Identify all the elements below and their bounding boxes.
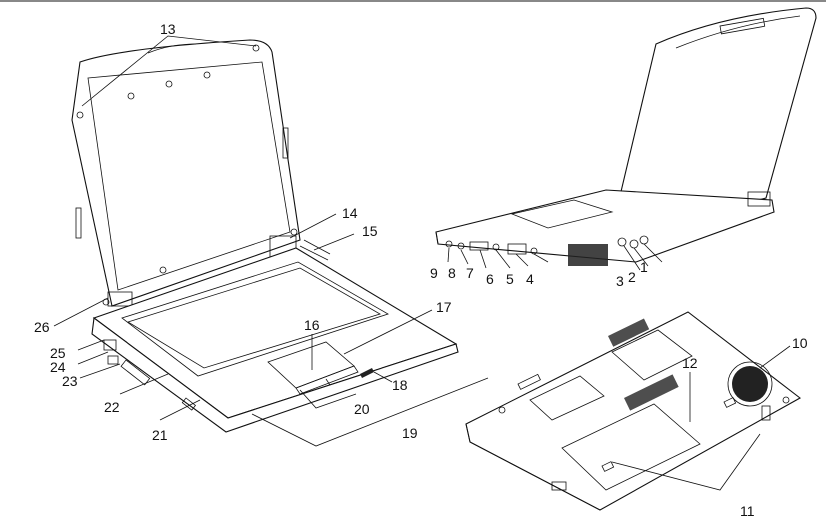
callout-16: 16 xyxy=(304,317,320,333)
front-view-laptop xyxy=(71,39,459,433)
bottom-view-laptop xyxy=(465,311,801,511)
callout-26: 26 xyxy=(34,319,50,335)
callout-11: 11 xyxy=(740,503,755,519)
callout-1: 1 xyxy=(640,259,648,275)
callout-2: 2 xyxy=(628,269,636,285)
callout-9: 9 xyxy=(430,265,438,281)
callout-8: 8 xyxy=(448,265,456,281)
callout-14: 14 xyxy=(342,205,358,221)
callout-22: 22 xyxy=(104,399,120,415)
callout-4: 4 xyxy=(526,271,534,287)
rear-view-laptop xyxy=(435,7,817,266)
callout-21: 21 xyxy=(152,427,168,443)
callout-18: 18 xyxy=(392,377,408,393)
callout-19: 19 xyxy=(402,425,418,441)
callout-labels: 1 2 3 4 5 6 7 8 9 10 11 12 13 14 15 16 1… xyxy=(34,21,808,519)
callout-24: 24 xyxy=(50,359,66,375)
callout-3: 3 xyxy=(616,273,624,289)
callout-23: 23 xyxy=(62,373,78,389)
callout-20: 20 xyxy=(354,401,370,417)
callout-25: 25 xyxy=(50,345,66,361)
callout-6: 6 xyxy=(486,271,494,287)
callout-5: 5 xyxy=(506,271,514,287)
callout-12: 12 xyxy=(682,355,698,371)
callout-15: 15 xyxy=(362,223,378,239)
callout-17: 17 xyxy=(436,299,452,315)
callout-10: 10 xyxy=(792,335,808,351)
callout-13: 13 xyxy=(160,21,176,37)
leader-lines xyxy=(53,35,791,491)
callout-7: 7 xyxy=(466,265,474,281)
